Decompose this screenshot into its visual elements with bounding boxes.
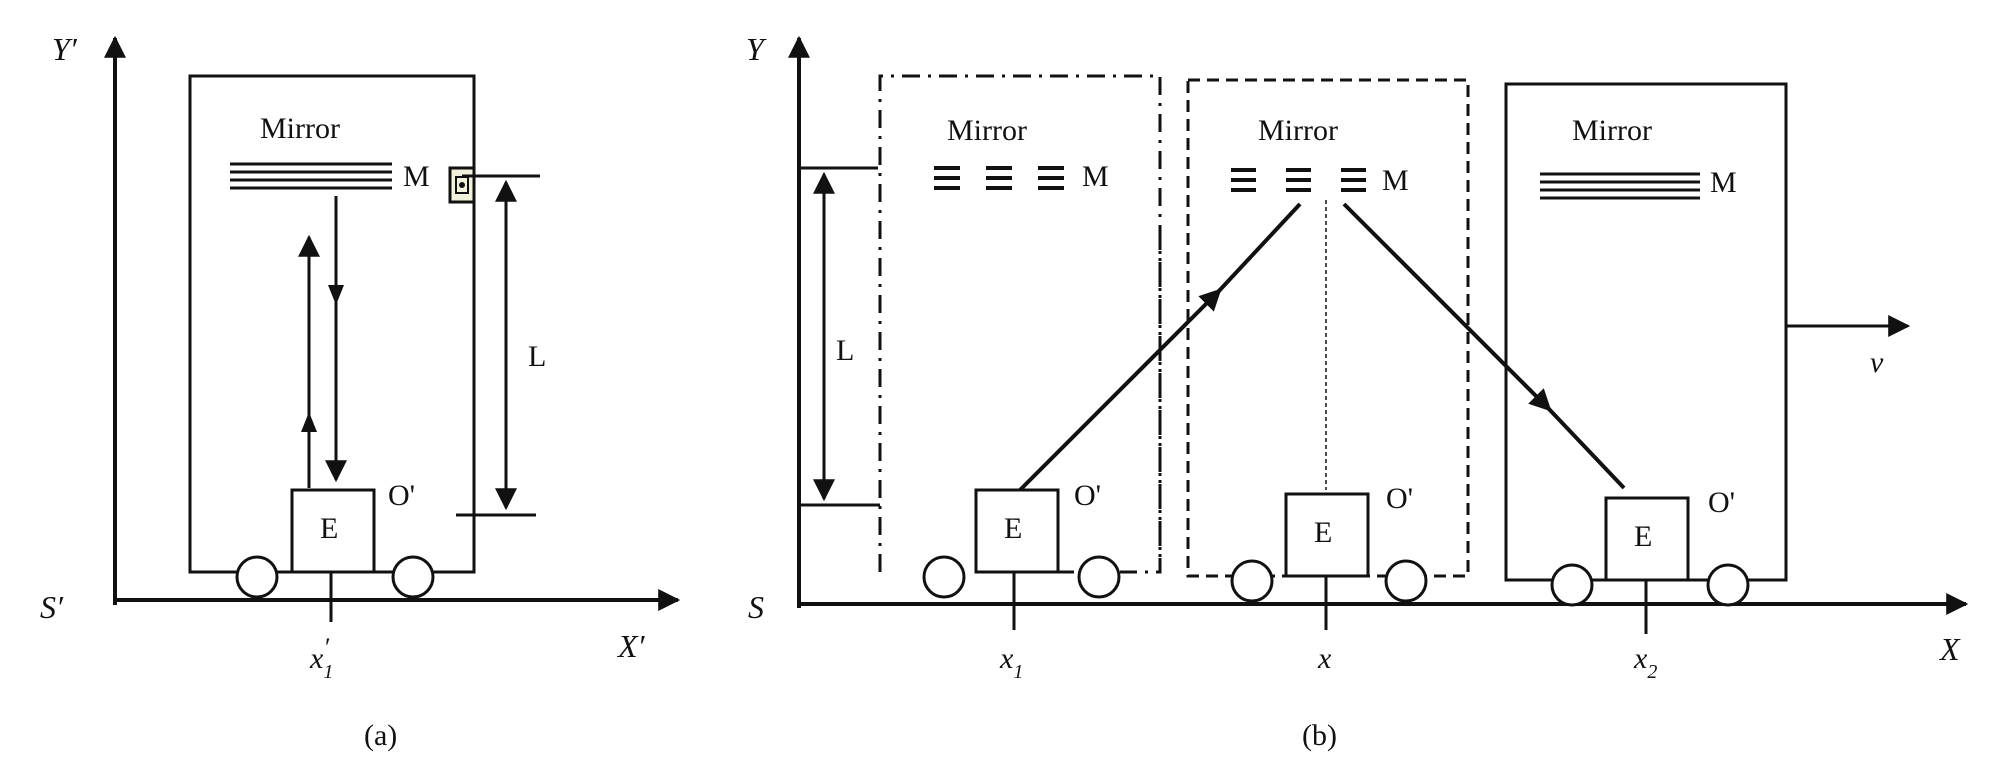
train-2-wheel-right	[1384, 559, 1428, 603]
train-3-emitter	[1604, 496, 1690, 582]
light-path-up-2	[1216, 202, 1302, 294]
train-2-mirror-label: Mirror	[1258, 114, 1338, 147]
train-3-emitter-label: E	[1634, 520, 1652, 553]
train-1-emitter	[974, 488, 1060, 574]
y-label: Y	[746, 31, 767, 67]
train-3-mirror-label: Mirror	[1572, 114, 1652, 147]
emitter-label: E	[320, 512, 338, 545]
train-3-origin-label: O'	[1708, 486, 1735, 519]
origin-s-label: S	[748, 589, 764, 625]
train-1-mirror-m: M	[1082, 160, 1109, 193]
train-1-mirror	[934, 166, 1064, 190]
caption-a: (a)	[364, 719, 397, 752]
light-up-arrowhead	[301, 412, 317, 432]
light-path-down-2	[1546, 406, 1626, 490]
train-1-wheel-left	[922, 555, 966, 599]
caption-b: (b)	[1302, 719, 1337, 752]
train-2-mirror	[1231, 168, 1366, 192]
train-2-emitter	[1284, 492, 1370, 578]
train-2-position-label: x	[1317, 642, 1332, 675]
mirror	[230, 162, 392, 190]
train-3-wheel-right	[1706, 563, 1750, 607]
observer-marker	[448, 166, 476, 204]
mirror-label: Mirror	[260, 112, 340, 145]
train-1-emitter-label: E	[1004, 512, 1022, 545]
train-2-origin-label: O'	[1386, 482, 1413, 515]
train-3-mirror	[1540, 172, 1700, 200]
train-1-position-label: x1	[999, 642, 1023, 683]
train-2-mirror-m: M	[1382, 164, 1409, 197]
x-prime-label: X′	[616, 628, 646, 664]
frame-origin-label: O'	[388, 479, 415, 512]
velocity-label: v	[1870, 346, 1884, 379]
train-1-mirror-label: Mirror	[947, 114, 1027, 147]
mirror-m-label: M	[403, 160, 430, 193]
train-1: Mirror M E O' x1	[878, 74, 1162, 683]
train-3-wheel-left	[1550, 563, 1594, 607]
train-2-emitter-label: E	[1314, 516, 1332, 549]
light-path-down-1	[1342, 202, 1552, 412]
train-2: Mirror M E O' x	[1186, 78, 1470, 675]
emitter-box	[290, 488, 376, 574]
train-3: Mirror M v E O' x2	[1504, 82, 1911, 683]
train-3-mirror-m: M	[1710, 166, 1737, 199]
panel-b: Y X S L Mirror M	[746, 31, 1969, 752]
position-label: x1′	[309, 633, 333, 683]
train-1-origin-label: O'	[1074, 479, 1101, 512]
light-down-arrowhead	[328, 285, 344, 305]
wheel-right	[391, 555, 435, 599]
panel-a: Y′ X′ S′ Mirror M E O'	[40, 31, 681, 752]
train-2-wheel-left	[1230, 559, 1274, 603]
train-1-wheel-right	[1077, 555, 1121, 599]
origin-s-prime-label: S′	[40, 589, 64, 625]
light-path-up-1	[1018, 288, 1222, 492]
x-label: X	[1938, 631, 1961, 667]
length-label: L	[528, 340, 546, 373]
length-label-b: L	[836, 334, 854, 367]
train-1-car	[878, 74, 1162, 574]
train-3-position-label: x2	[1633, 642, 1657, 683]
y-prime-label: Y′	[52, 31, 78, 67]
wheel-left	[235, 555, 279, 599]
